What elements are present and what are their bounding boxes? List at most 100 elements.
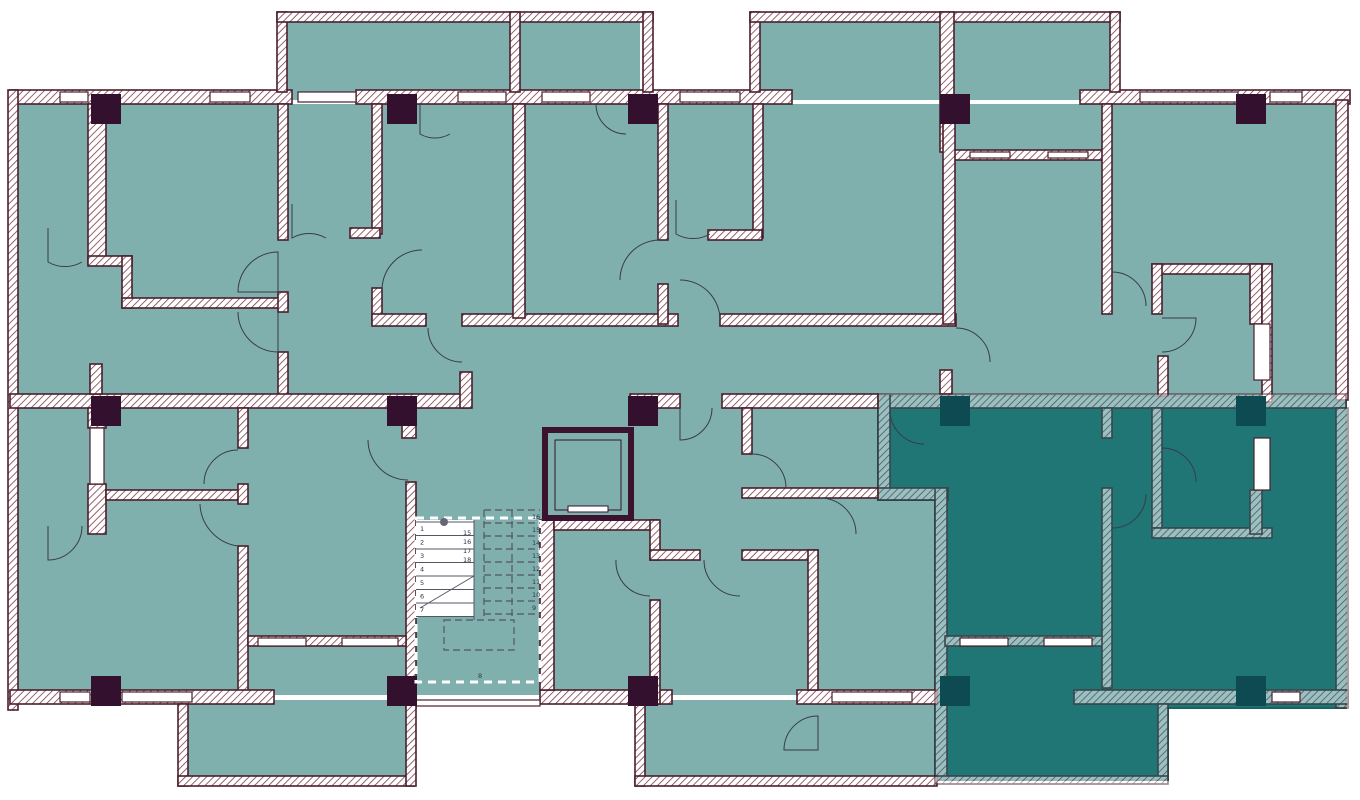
- stair-landing: [443, 619, 515, 651]
- door: [237, 251, 279, 293]
- door: [47, 525, 83, 561]
- stair-number: 7: [420, 606, 424, 614]
- window: [341, 637, 399, 647]
- wall: [177, 703, 189, 787]
- window: [297, 91, 357, 103]
- stair-number: 9: [532, 604, 536, 612]
- wall: [1151, 407, 1163, 529]
- stair-number: 10: [532, 591, 540, 599]
- stair-number: 17: [463, 547, 471, 555]
- wall: [277, 103, 289, 241]
- wall: [942, 103, 956, 325]
- window: [1139, 91, 1239, 103]
- wall: [1157, 355, 1169, 397]
- wall: [87, 483, 107, 535]
- wall: [749, 11, 761, 93]
- wall: [509, 11, 521, 93]
- room-left-upper[interactable]: [18, 104, 280, 400]
- wall: [89, 363, 103, 395]
- stair-number: 5: [420, 579, 424, 587]
- wall: [1157, 703, 1169, 781]
- wall: [87, 103, 107, 265]
- column: [940, 94, 970, 124]
- wall: [553, 519, 659, 531]
- stair-number: 14: [532, 539, 540, 547]
- window: [59, 91, 89, 103]
- wall: [1073, 689, 1349, 705]
- balcony-bottom-left[interactable]: [188, 700, 406, 778]
- column: [91, 396, 121, 426]
- wall: [877, 487, 949, 501]
- room-upper-right[interactable]: [945, 104, 1338, 400]
- door: [679, 407, 713, 441]
- wall: [741, 549, 819, 561]
- balcony-top-left[interactable]: [287, 22, 640, 100]
- wall: [277, 291, 289, 313]
- wall: [277, 351, 289, 397]
- door: [291, 204, 327, 239]
- stair-number: 2: [420, 539, 424, 547]
- wall: [877, 393, 891, 495]
- window: [541, 91, 591, 103]
- wall: [349, 227, 381, 239]
- balcony-top-right[interactable]: [760, 22, 1112, 100]
- wall: [807, 549, 819, 691]
- wall: [237, 483, 249, 505]
- room-left-lower[interactable]: [18, 400, 410, 695]
- window: [1269, 91, 1303, 103]
- door: [889, 409, 925, 445]
- wall: [105, 489, 247, 501]
- wall: [276, 11, 654, 23]
- door: [419, 104, 451, 139]
- stair-right-lines: [483, 509, 540, 620]
- elevator-shaft: [542, 427, 634, 521]
- wall: [512, 103, 526, 319]
- stair-number: 11: [532, 578, 540, 586]
- window: [257, 637, 307, 647]
- column: [91, 676, 121, 706]
- wall: [642, 11, 654, 93]
- wall: [752, 103, 764, 239]
- window: [457, 91, 507, 103]
- wall: [237, 545, 249, 697]
- door: [1111, 271, 1147, 307]
- stair-number: 3: [420, 552, 424, 560]
- window: [1253, 437, 1271, 491]
- column: [940, 396, 970, 426]
- window: [415, 699, 541, 707]
- wall: [177, 775, 415, 787]
- door: [955, 327, 991, 363]
- door: [619, 239, 661, 281]
- door: [1161, 317, 1197, 353]
- wall: [405, 481, 417, 709]
- wall: [459, 371, 473, 409]
- door: [751, 453, 787, 489]
- wall: [1151, 527, 1273, 539]
- balcony-bottom-mid[interactable]: [645, 700, 937, 778]
- wall: [634, 775, 938, 787]
- stair-number: 16: [532, 513, 540, 521]
- column: [387, 396, 417, 426]
- stair-number: 15: [532, 526, 540, 534]
- windows: [59, 91, 1303, 707]
- door: [427, 327, 463, 363]
- stair-number: 4: [420, 566, 424, 574]
- window: [209, 91, 251, 103]
- window: [121, 691, 193, 703]
- stair-number: 15: [463, 529, 471, 537]
- wall: [237, 407, 249, 449]
- window: [1043, 637, 1093, 647]
- wall: [741, 487, 879, 499]
- elevator: [542, 427, 634, 521]
- wall: [1101, 103, 1113, 315]
- wall: [719, 313, 957, 327]
- stair-number: 1: [420, 525, 424, 533]
- wall: [1335, 407, 1349, 709]
- wall: [461, 313, 679, 327]
- door: [203, 449, 239, 485]
- wall: [405, 699, 417, 787]
- stair-number: 16: [463, 538, 471, 546]
